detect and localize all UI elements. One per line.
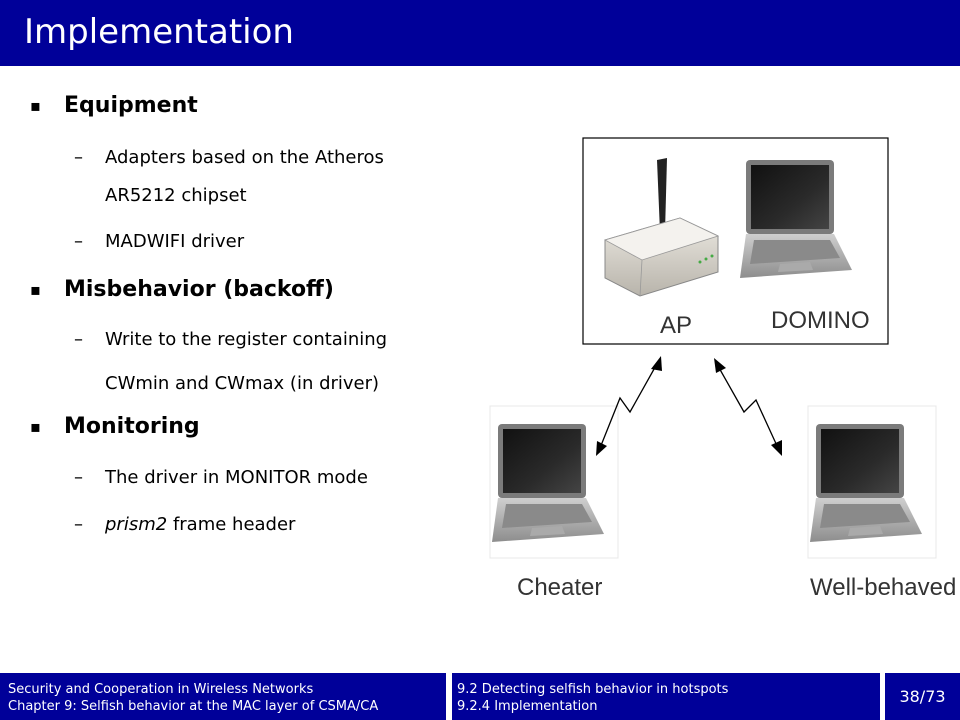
title-bar: Implementation: [0, 0, 960, 66]
ap-label: AP: [660, 312, 693, 339]
slide-title: Implementation: [24, 12, 294, 52]
square-bullet-icon: ▪: [30, 96, 41, 115]
domino-label: DOMINO: [771, 307, 870, 334]
page-number: 38/73: [885, 673, 960, 720]
footer-book-info: Security and Cooperation in Wireless Net…: [8, 682, 379, 714]
network-diagram: [489, 137, 937, 559]
footer-section-info: 9.2 Detecting selfish behavior in hotspo…: [457, 682, 729, 714]
square-bullet-icon: ▪: [30, 417, 41, 436]
wireless-link-right: [717, 365, 779, 449]
wireless-link-left: [599, 361, 659, 449]
footer-bar: Security and Cooperation in Wireless Net…: [0, 673, 960, 720]
cheater-label: Cheater: [517, 574, 603, 601]
square-bullet-icon: ▪: [30, 280, 41, 299]
footer-divider: [446, 673, 452, 720]
wellbehaved-label: Well-behaved: [810, 574, 957, 601]
router-icon: [603, 158, 720, 297]
